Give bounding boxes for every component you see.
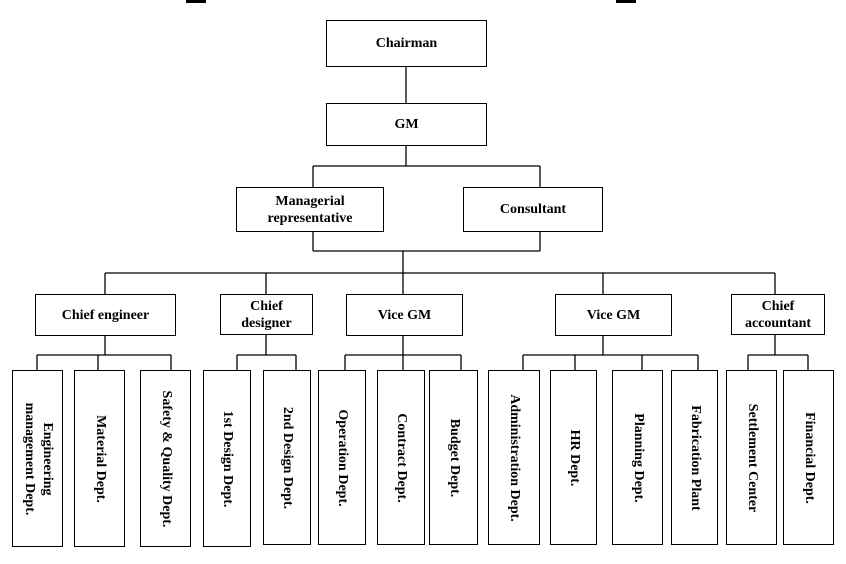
dept-material-label: Material Dept.	[92, 414, 108, 503]
dept-settlement-center: Settlement Center	[726, 370, 777, 545]
cropped-mark-right	[616, 0, 636, 3]
consultant-box: Consultant	[463, 187, 603, 232]
dept-material: Material Dept.	[74, 370, 125, 547]
dept-engineering-management-label: Engineering management Dept.	[21, 402, 55, 515]
dept-fabrication-plant: Fabrication Plant	[671, 370, 718, 545]
dept-hr-label: HR Dept.	[566, 429, 582, 486]
dept-planning-label: Planning Dept.	[630, 412, 646, 503]
chief-accountant-label: Chief accountant	[744, 298, 812, 331]
dept-financial-label: Financial Dept.	[801, 411, 817, 504]
dept-administration-label: Administration Dept.	[507, 393, 522, 522]
chairman-box: Chairman	[326, 20, 487, 67]
dept-first-design-label: 1st Design Dept.	[220, 410, 235, 507]
dept-settlement-center-label: Settlement Center	[744, 403, 760, 512]
vice-gm-1-box: Vice GM	[346, 294, 463, 336]
dept-hr: HR Dept.	[550, 370, 597, 545]
chief-engineer-box: Chief engineer	[35, 294, 176, 336]
managerial-representative-box: Managerial representative	[236, 187, 384, 232]
vice-gm-2-box: Vice GM	[555, 294, 672, 336]
chief-designer-label: Chief designer	[241, 298, 292, 331]
dept-safety-quality: Safety & Quality Dept.	[140, 370, 191, 547]
dept-second-design: 2nd Design Dept.	[263, 370, 311, 545]
dept-operation-label: Operation Dept.	[335, 408, 350, 507]
gm-box: GM	[326, 103, 487, 146]
dept-budget-label: Budget Dept.	[446, 418, 462, 497]
dept-contract-label: Contract Dept.	[394, 412, 409, 503]
chief-accountant-box: Chief accountant	[731, 294, 825, 335]
dept-safety-quality-label: Safety & Quality Dept.	[158, 390, 174, 527]
dept-fabrication-plant-label: Fabrication Plant	[687, 404, 703, 511]
dept-contract: Contract Dept.	[377, 370, 425, 545]
dept-financial: Financial Dept.	[783, 370, 834, 545]
chairman-label: Chairman	[375, 36, 438, 51]
consultant-label: Consultant	[499, 202, 567, 217]
cropped-mark-left	[186, 0, 206, 3]
dept-planning: Planning Dept.	[612, 370, 663, 545]
dept-administration: Administration Dept.	[488, 370, 540, 545]
chief-designer-box: Chief designer	[220, 294, 313, 335]
vice-gm-2-label: Vice GM	[586, 307, 641, 323]
managerial-representative-label: Managerial representative	[267, 193, 353, 226]
dept-second-design-label: 2nd Design Dept.	[280, 406, 295, 509]
dept-first-design: 1st Design Dept.	[203, 370, 251, 547]
gm-label: GM	[394, 117, 419, 132]
chief-engineer-label: Chief engineer	[61, 307, 150, 323]
dept-budget: Budget Dept.	[429, 370, 478, 545]
vice-gm-1-label: Vice GM	[377, 307, 432, 323]
dept-operation: Operation Dept.	[318, 370, 366, 545]
dept-engineering-management: Engineering management Dept.	[12, 370, 63, 547]
